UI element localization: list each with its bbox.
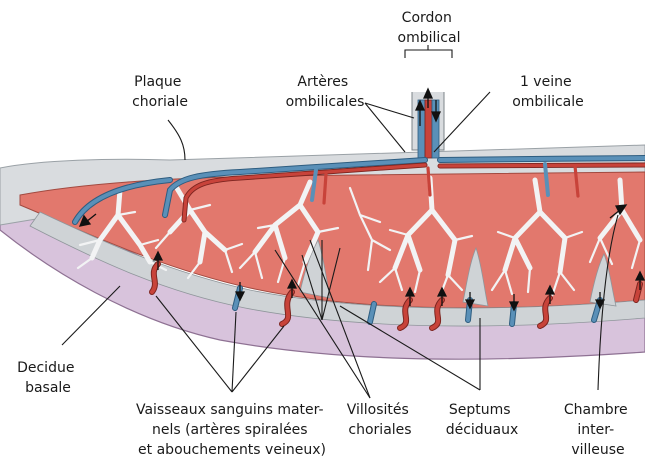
label-plaque-line1: Plaque xyxy=(134,74,181,90)
label-vaisseaux-sanguins: Vaisseaux sanguins mater- nels (artères … xyxy=(136,402,328,458)
label-chambre-line1: Chambre xyxy=(564,402,628,418)
label-arteres-ombilicales: Artères ombilicales xyxy=(286,74,365,110)
label-decidue-line2: basale xyxy=(25,380,71,396)
label-veine-ombilicale: 1 veine ombilicale xyxy=(512,74,584,110)
label-cordon-line1: Cordon xyxy=(402,10,452,26)
label-chambre-intervilleuse: Chambre inter- villeuse xyxy=(564,402,632,458)
label-vaisseaux-line2: nels (artères spiralées xyxy=(152,422,308,438)
label-plaque-line2: choriale xyxy=(132,94,188,110)
label-villosites-choriales: Villosités choriales xyxy=(347,402,414,438)
label-veine-line1: 1 veine xyxy=(520,74,572,90)
label-vaisseaux-line3: et abouchements veineux) xyxy=(138,442,326,458)
label-veine-line2: ombilicale xyxy=(512,94,584,110)
label-cordon-line2: ombilical xyxy=(398,30,461,46)
label-plaque-choriale: Plaque choriale xyxy=(132,74,188,110)
label-arteres-line1: Artères xyxy=(297,74,348,90)
label-cordon-ombilical: Cordon ombilical xyxy=(398,10,461,46)
label-chambre-line3: villeuse xyxy=(571,442,624,458)
label-septums-line1: Septums xyxy=(449,402,511,418)
label-arteres-line2: ombilicales xyxy=(286,94,365,110)
label-septums-line2: déciduaux xyxy=(446,422,519,438)
label-villosites-line2: choriales xyxy=(348,422,411,438)
label-villosites-line1: Villosités xyxy=(347,402,409,418)
label-decidue-line1: Decidue xyxy=(17,360,74,376)
label-septums-deciduaux: Septums déciduaux xyxy=(446,402,519,438)
label-chambre-line2: inter- xyxy=(577,422,614,438)
label-decidue-basale: Decidue basale xyxy=(17,360,79,396)
label-vaisseaux-line1: Vaisseaux sanguins mater- xyxy=(136,402,324,418)
